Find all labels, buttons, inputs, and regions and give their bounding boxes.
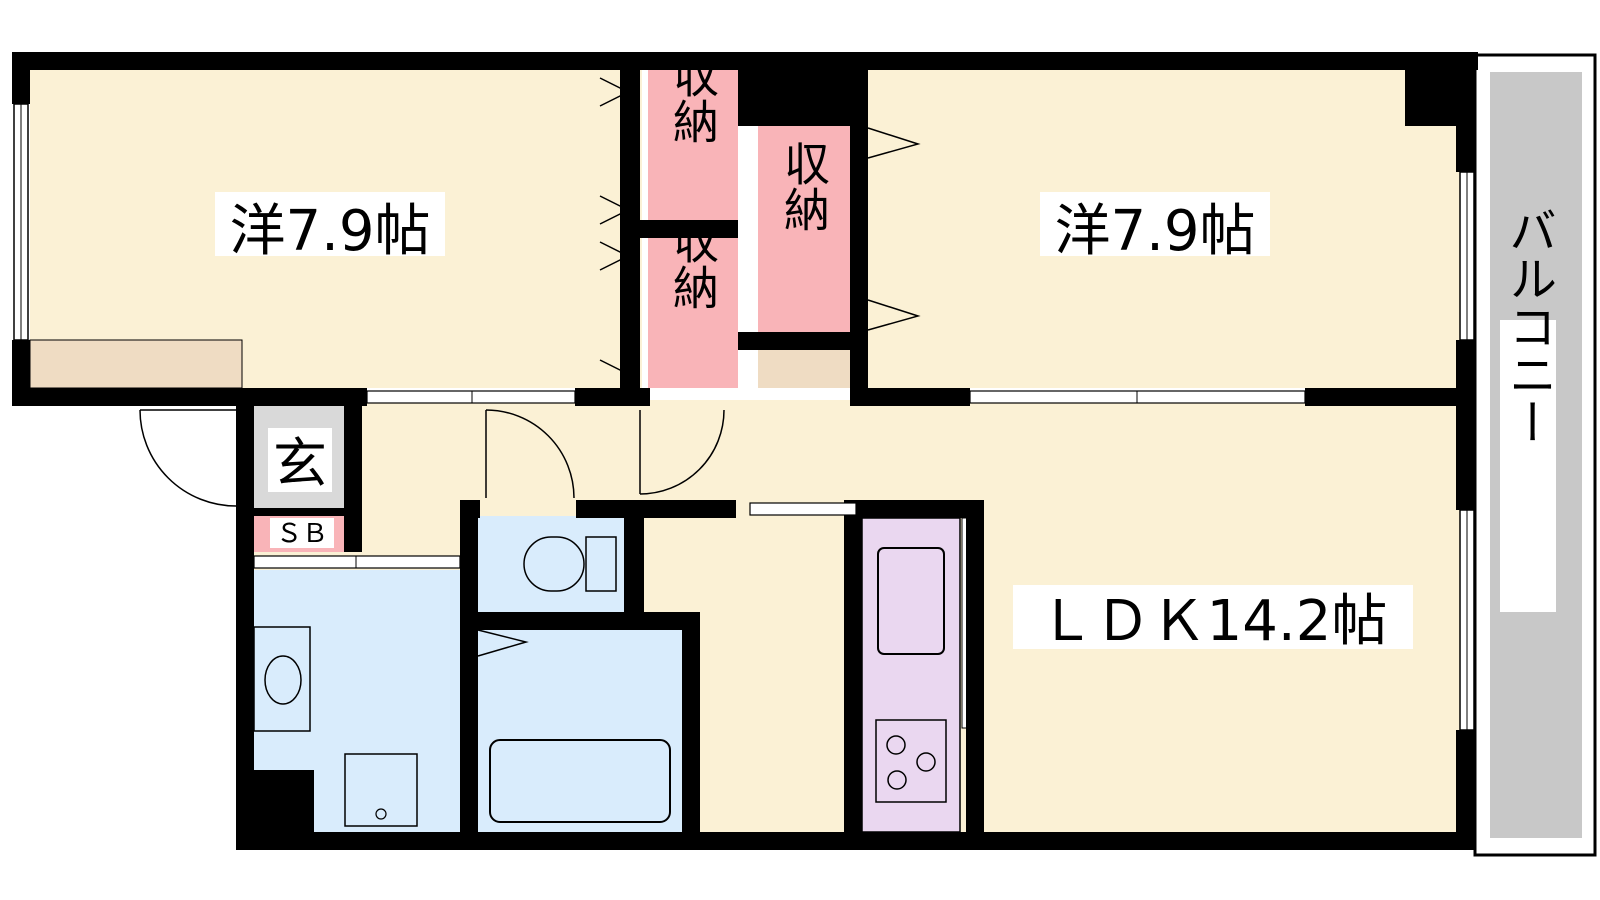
storage-label-2: 収納: [666, 218, 720, 310]
kitchen-counter: [861, 517, 973, 833]
walls: [12, 52, 1478, 850]
openings: [13, 103, 1475, 731]
balcony: [1473, 53, 1597, 857]
storage-closets: [648, 70, 850, 388]
storage-label-1: 収納: [666, 52, 720, 144]
label-backgrounds: [215, 192, 1413, 649]
room-label-western-left: 洋7.9帖: [229, 199, 430, 264]
fixtures: [253, 536, 671, 827]
room-label-ldk: ＬＤＫ14.2帖: [1039, 589, 1388, 654]
wet-areas: [254, 516, 682, 832]
room-label-shoe-box: ＳＢ: [276, 519, 328, 549]
room-label-western-right: 洋7.9帖: [1054, 199, 1255, 264]
balcony-label: バルコニー: [1500, 206, 1556, 446]
room-label-entrance: 玄: [273, 432, 327, 495]
storage-label-3: 収納: [777, 140, 831, 232]
door-swings: [139, 77, 921, 657]
